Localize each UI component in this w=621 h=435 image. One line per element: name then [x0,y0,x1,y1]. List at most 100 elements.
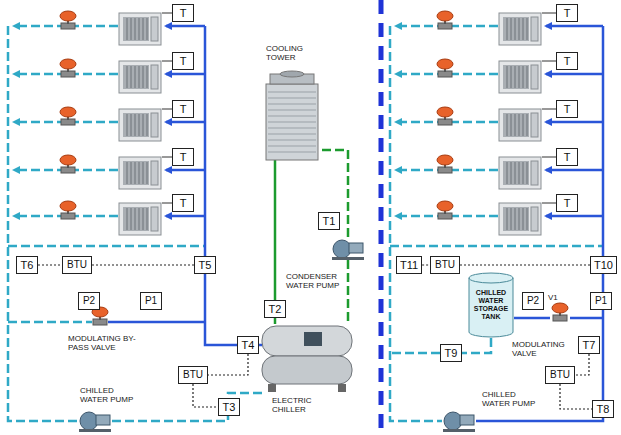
fan-coil-unit [499,61,541,93]
sensor-box: T [556,194,578,212]
supply-pipe [108,321,205,324]
control-valve [60,11,76,29]
sensor-label: BTU [67,260,87,270]
sensor-box: BTU [545,366,575,384]
sensor-box: P1 [590,292,612,310]
sensor-label: T [564,8,571,19]
sensor-box: T2 [264,300,286,318]
sensor-box: P1 [140,292,162,310]
sensor-label: T [180,104,187,115]
sensor-label: T4 [242,340,255,351]
condenser-pipe [322,150,348,238]
return-pipe [8,245,205,248]
sensor-label: T [564,104,571,115]
supply-pipe [166,25,205,28]
sensor-label: P1 [145,296,157,306]
supply-pipe [166,215,205,218]
control-valve [437,59,453,77]
modulating-valve [552,303,568,321]
tower-louvres [268,92,316,152]
sensor-box: T [556,4,578,22]
sensor-label: P2 [83,296,95,306]
supply-pipe [166,73,205,76]
chiller-shell [262,356,352,384]
return-pipe [390,26,442,421]
equipment-label: MODULATING VALVE [512,340,572,358]
return-pipe [8,321,92,324]
equipment-label: COOLING TOWER [266,44,318,62]
condenser-pipe [347,260,350,324]
signal-link [560,384,592,409]
sensor-label: P2 [527,296,539,306]
return-pipe [390,352,440,355]
signal-link [38,264,62,265]
sensor-label: T [564,56,571,67]
cooling-tower [266,71,318,160]
supply-pipe [476,26,603,421]
control-valve [60,59,76,77]
supply-pipe [546,73,603,76]
sensor-box: P2 [78,292,100,310]
sensor-box: T [172,194,194,212]
fan-coil-unit [119,13,161,45]
sensor-box: T [172,100,194,118]
control-valve [437,107,453,125]
control-valve [437,201,453,219]
sensor-leader [542,61,556,62]
chiller-panel [304,332,322,346]
sensor-label: P1 [595,296,607,306]
signal-link [193,384,218,407]
supply-pipe [546,215,603,218]
sensor-leader [542,109,556,110]
chilled-water-pump [443,412,475,432]
control-valve [60,155,76,173]
fan-coil-unit [119,203,161,235]
fan-coil-unit [119,61,161,93]
sensor-box: T [172,4,194,22]
supply-pipe [476,26,603,421]
sensor-label: T7 [583,340,596,351]
signal-link [575,354,589,375]
sensor-label: T [564,198,571,209]
sensor-box: P2 [522,292,544,310]
sensor-leader [542,157,556,158]
chiller-shell [262,326,352,356]
sensor-label: T2 [269,304,282,315]
fan-coil-unit [499,13,541,45]
sensor-box: BTU [62,256,92,274]
sensor-label: BTU [435,260,455,270]
sensor-label: T11 [400,260,418,271]
return-pipe [8,26,78,421]
sensor-leader [162,61,172,62]
supply-pipe [166,169,205,172]
sensor-box: T4 [237,336,259,354]
tank-body [469,273,513,337]
sensor-box: T1 [318,212,340,230]
tank-rim [469,278,513,283]
equipment-label: CHILLED WATER PUMP [482,390,540,408]
sensor-box: T [556,148,578,166]
chiller-leg [268,384,276,392]
sensor-label: T10 [594,260,613,271]
sensor-leader [542,203,556,204]
chiller-leg [338,384,346,392]
sensor-label: T5 [199,260,212,271]
supply-pipe [546,169,603,172]
sensor-box: T7 [578,336,600,354]
return-pipe [8,26,262,421]
fan-coil-unit [119,109,161,141]
sensor-label: T [180,56,187,67]
storage-tank: CHILLED WATER STORAGE TANK [468,272,514,338]
sensor-box: T9 [440,344,462,362]
sensor-leader [162,13,172,14]
control-valve [60,107,76,125]
control-valve [60,201,76,219]
return-pipe [462,338,491,353]
sensor-label: T1 [323,216,336,227]
supply-pipe [205,26,262,345]
sensor-box: T5 [194,256,216,274]
tower-body [266,84,318,160]
signal-link [92,264,194,265]
